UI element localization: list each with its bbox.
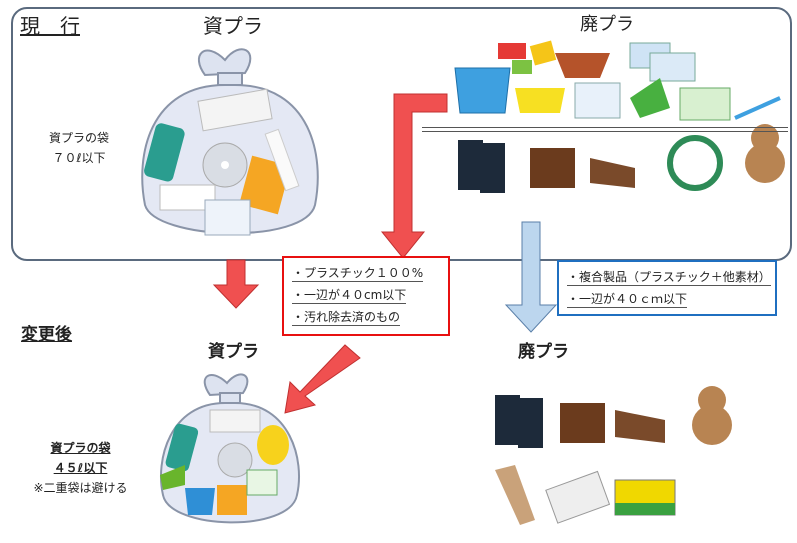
divider-line xyxy=(422,127,788,132)
double-bag-note: ※二重袋は避ける xyxy=(33,481,128,495)
current-waste-title: 廃プラ xyxy=(580,14,634,35)
bag-label-line2: ７０ℓ以下 xyxy=(52,151,106,165)
current-recyclable-title: 資プラ xyxy=(203,14,263,38)
condition-item: ・複合製品（プラスチック＋他素材） xyxy=(567,270,771,286)
condition-item: ・一辺が４０ｃｍ以下 xyxy=(567,292,688,308)
bag-label-line1: 資プラの袋 xyxy=(48,131,109,145)
after-waste-title: 廃プラ xyxy=(518,342,569,362)
waste-items-illustration xyxy=(454,40,785,193)
condition-item: ・汚れ除去済のもの xyxy=(292,310,401,326)
after-recyclable-title: 資プラ xyxy=(208,342,259,362)
after-waste-items-illustration xyxy=(495,386,732,525)
bag-label-line2: ４５ℓ以下 xyxy=(53,461,108,475)
waste-conditions-box: ・複合製品（プラスチック＋他素材） ・一辺が４０ｃｍ以下 xyxy=(557,260,777,316)
bag-label-line1: 資プラの袋 xyxy=(50,441,111,455)
after-heading: 変更後 xyxy=(21,325,72,345)
condition-item: ・プラスチック１００% xyxy=(292,266,424,282)
condition-item: ・一辺が４０cm以下 xyxy=(292,288,407,304)
current-bag-label: 資プラの袋 ７０ℓ以下 xyxy=(44,128,114,168)
after-bag-label: 資プラの袋 ４５ℓ以下 ※二重袋は避ける xyxy=(28,438,133,498)
current-heading: 現 行 xyxy=(20,14,80,38)
recyclable-conditions-box: ・プラスチック１００% ・一辺が４０cm以下 ・汚れ除去済のもの xyxy=(282,256,450,336)
after-recyclable-bag-illustration xyxy=(160,373,300,524)
recyclable-bag-illustration xyxy=(141,48,319,236)
